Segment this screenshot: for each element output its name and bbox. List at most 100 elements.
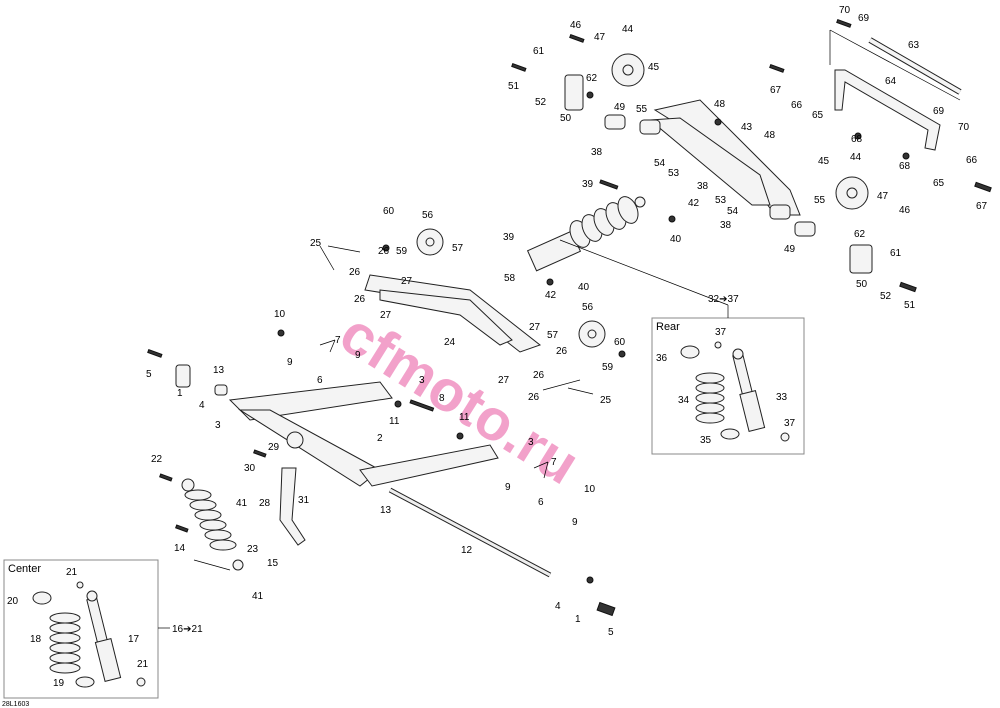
callout-54: 54 xyxy=(727,206,739,217)
callout-11: 11 xyxy=(389,416,400,427)
rear-shock-spring xyxy=(680,341,790,442)
front-arm-assembly xyxy=(175,364,499,487)
callout-26: 26 xyxy=(533,370,545,381)
callout-9: 9 xyxy=(572,517,578,528)
callout-4: 4 xyxy=(199,400,205,411)
callout-42: 42 xyxy=(545,290,557,301)
callout-26: 26 xyxy=(556,346,568,357)
callout-14: 14 xyxy=(174,543,186,554)
callout-33: 33 xyxy=(776,392,788,403)
callout-30: 30 xyxy=(244,463,256,474)
callout-6: 6 xyxy=(538,497,544,508)
callout-21: 21 xyxy=(66,567,78,578)
bracket-28 xyxy=(279,467,306,546)
callout-27: 27 xyxy=(498,375,510,386)
callout-9: 9 xyxy=(505,482,511,493)
callout-38: 38 xyxy=(591,147,603,158)
callout-42: 42 xyxy=(688,198,700,209)
callout-68: 68 xyxy=(851,134,863,145)
callout-50: 50 xyxy=(856,279,868,290)
fasteners xyxy=(147,19,992,617)
callout-7: 7 xyxy=(335,335,341,346)
callout-36: 36 xyxy=(656,353,668,364)
callout-61: 61 xyxy=(533,46,545,57)
callout-35: 35 xyxy=(700,435,712,446)
rear-shock-assembly xyxy=(526,196,646,272)
callout-59: 59 xyxy=(396,246,408,257)
rear-arm-assembly xyxy=(564,53,873,274)
callout-52: 52 xyxy=(535,97,547,108)
center-inset-range: 16➔21 xyxy=(172,624,203,635)
callout-18: 18 xyxy=(30,634,42,645)
callout-51: 51 xyxy=(508,81,520,92)
callout-55: 55 xyxy=(814,195,826,206)
front-shock-assembly xyxy=(181,478,244,571)
callout-60: 60 xyxy=(614,337,626,348)
callout-7: 7 xyxy=(551,457,557,468)
callout-6: 6 xyxy=(317,375,323,386)
callout-3: 3 xyxy=(215,420,221,431)
callout-66: 66 xyxy=(966,155,978,166)
callout-51: 51 xyxy=(904,300,916,311)
diagram-code: 28L1603 xyxy=(2,701,29,708)
callout-22: 22 xyxy=(151,454,163,465)
callout-3: 3 xyxy=(419,375,425,386)
callout-68: 68 xyxy=(899,161,911,172)
callout-39: 39 xyxy=(503,232,515,243)
callout-5: 5 xyxy=(608,627,614,638)
callout-19: 19 xyxy=(53,678,65,689)
callout-26: 26 xyxy=(349,267,361,278)
rear-frame-64 xyxy=(834,69,941,151)
callout-13: 13 xyxy=(213,365,225,376)
rear-inset-title: Rear xyxy=(656,321,680,333)
callout-25: 25 xyxy=(600,395,612,406)
callout-34: 34 xyxy=(678,395,690,406)
callout-52: 52 xyxy=(880,291,892,302)
callout-62: 62 xyxy=(854,229,866,240)
rear-inset-range: 32➔37 xyxy=(708,294,739,305)
callout-9: 9 xyxy=(287,357,293,368)
callout-56: 56 xyxy=(582,302,594,313)
part-callouts: 1 1 2 3 3 3 4 4 5 5 6 6 7 7 8 9 9 9 9 10… xyxy=(7,5,988,689)
callout-2: 2 xyxy=(377,433,383,444)
callout-8: 8 xyxy=(439,393,445,404)
callout-46: 46 xyxy=(570,20,582,31)
callout-56: 56 xyxy=(422,210,434,221)
callout-11: 11 xyxy=(459,412,470,423)
callout-70: 70 xyxy=(839,5,851,16)
callout-40: 40 xyxy=(578,282,590,293)
callout-20: 20 xyxy=(7,596,19,607)
callout-41: 41 xyxy=(236,498,248,509)
leader-lines xyxy=(193,239,729,571)
callout-31: 31 xyxy=(298,495,310,506)
callout-50: 50 xyxy=(560,113,572,124)
callout-54: 54 xyxy=(654,158,666,169)
callout-28: 28 xyxy=(259,498,271,509)
callout-21: 21 xyxy=(137,659,149,670)
callout-37: 37 xyxy=(715,327,727,338)
callout-47: 47 xyxy=(877,191,889,202)
callout-29: 29 xyxy=(268,442,280,453)
callout-48: 48 xyxy=(714,99,726,110)
callout-38: 38 xyxy=(720,220,732,231)
callout-24: 24 xyxy=(444,337,456,348)
callout-59: 59 xyxy=(602,362,614,373)
callout-4: 4 xyxy=(555,601,561,612)
callout-27: 27 xyxy=(401,276,413,287)
callout-17: 17 xyxy=(128,634,140,645)
callout-46: 46 xyxy=(899,205,911,216)
callout-49: 49 xyxy=(614,102,626,113)
callout-53: 53 xyxy=(668,168,680,179)
callout-60: 60 xyxy=(383,206,395,217)
callout-66: 66 xyxy=(791,100,803,111)
center-inset-box xyxy=(3,559,159,699)
callout-1: 1 xyxy=(575,614,581,625)
callout-63: 63 xyxy=(908,40,920,51)
callout-43: 43 xyxy=(741,122,753,133)
callout-10: 10 xyxy=(274,309,286,320)
callout-57: 57 xyxy=(547,330,559,341)
callout-48: 48 xyxy=(764,130,776,141)
callout-27: 27 xyxy=(380,310,392,321)
callout-15: 15 xyxy=(267,558,279,569)
callout-38: 38 xyxy=(697,181,709,192)
